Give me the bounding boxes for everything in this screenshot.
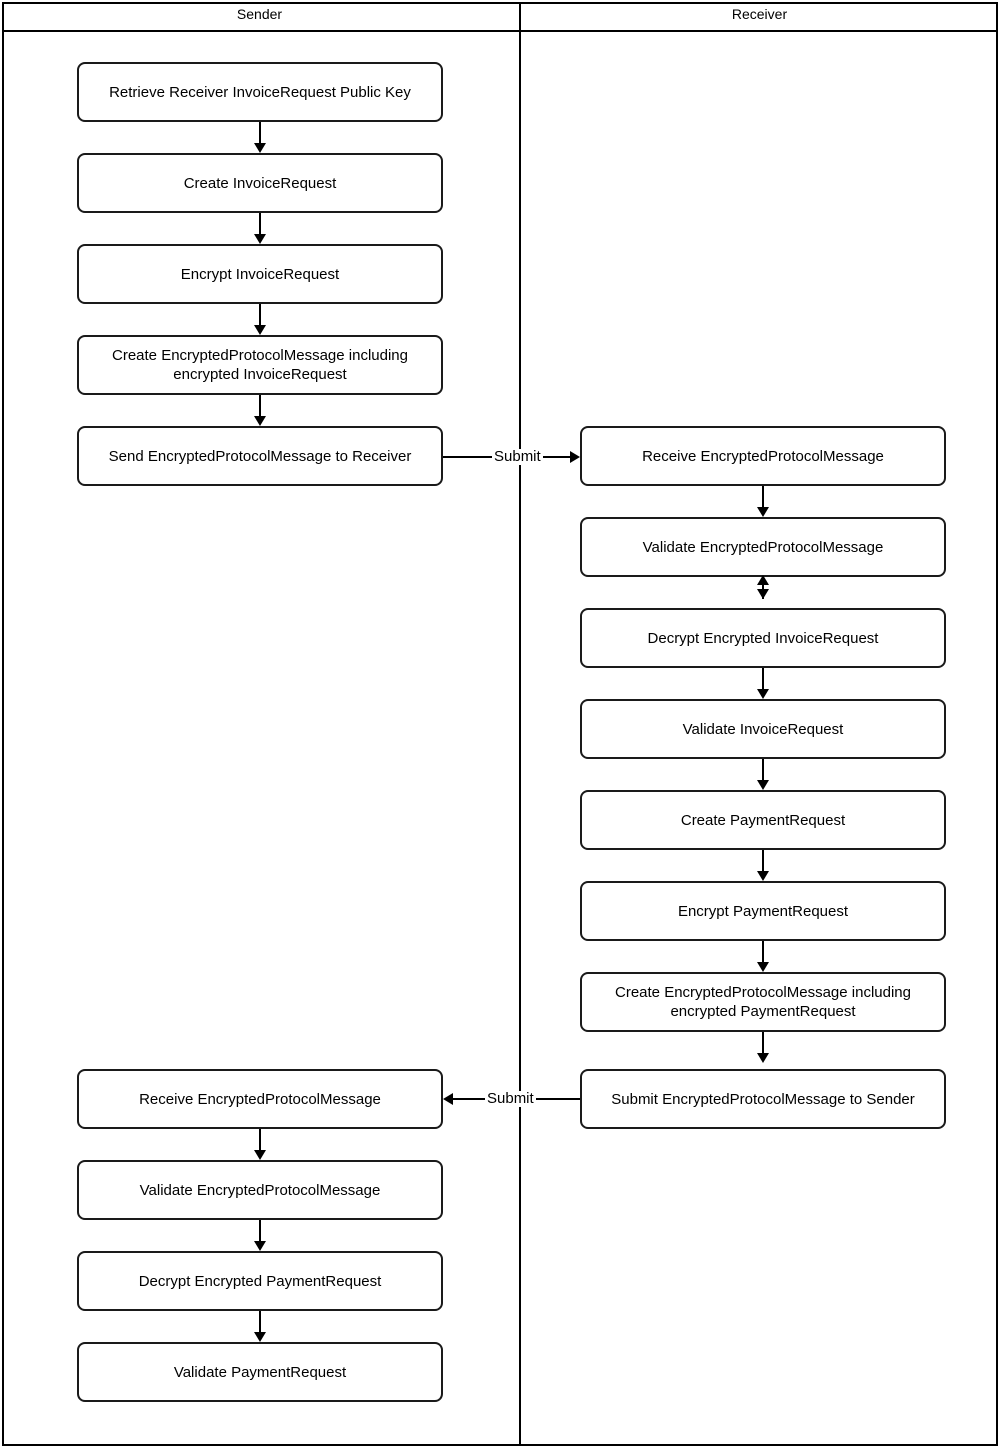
edge-s8-s9-line (259, 1311, 261, 1333)
edge-s6-s7-line (259, 1129, 261, 1151)
edge-r1-r2-arrowhead-down-icon (757, 507, 769, 517)
edge-s7-s8-line (259, 1220, 261, 1242)
edge-r5-r6-line (762, 850, 764, 872)
node-validate-paymentrequest[interactable]: Validate PaymentRequest (77, 1342, 443, 1402)
edge-r3-r4-arrowhead-down-icon (757, 689, 769, 699)
edge-r8-s6-arrowhead-left-icon (443, 1093, 453, 1105)
node-send-encryptedprotocolmessage-to-receiver[interactable]: Send EncryptedProtocolMessage to Receive… (77, 426, 443, 486)
edge-r7-r8-arrowhead-down-icon (757, 1053, 769, 1063)
node-create-encryptedprotocolmessage-paymentrequest[interactable]: Create EncryptedProtocolMessage includin… (580, 972, 946, 1032)
lane-header-sender: Sender (236, 6, 283, 22)
lane-header-band (2, 2, 998, 32)
node-receive-encryptedprotocolmessage-sender[interactable]: Receive EncryptedProtocolMessage (77, 1069, 443, 1129)
edge-r6-r7-line (762, 941, 764, 963)
edge-s3-s4-arrowhead-down-icon (254, 325, 266, 335)
edge-r2-r3-arrowhead-down-icon (757, 589, 769, 599)
node-receive-encryptedprotocolmessage-receiver[interactable]: Receive EncryptedProtocolMessage (580, 426, 946, 486)
node-submit-encryptedprotocolmessage-to-sender[interactable]: Submit EncryptedProtocolMessage to Sende… (580, 1069, 946, 1129)
edge-r4-r5-arrowhead-down-icon (757, 780, 769, 790)
lane-header-receiver: Receiver (731, 6, 788, 22)
edge-s2-s3-arrowhead-down-icon (254, 234, 266, 244)
node-label: Encrypt InvoiceRequest (180, 265, 340, 283)
node-create-encryptedprotocolmessage-invoicerequest[interactable]: Create EncryptedProtocolMessage includin… (77, 335, 443, 395)
node-create-invoicerequest[interactable]: Create InvoiceRequest (77, 153, 443, 213)
edge-r5-r6-arrowhead-down-icon (757, 871, 769, 881)
edge-r3-r4-line (762, 668, 764, 690)
node-retrieve-receiver-invoicerequest-public-key[interactable]: Retrieve Receiver InvoiceRequest Public … (77, 62, 443, 122)
edge-r2-r3-line (762, 577, 764, 599)
edge-s8-s9-arrowhead-down-icon (254, 1332, 266, 1342)
node-label: Retrieve Receiver InvoiceRequest Public … (109, 83, 411, 101)
edge-s6-s7-arrowhead-down-icon (254, 1150, 266, 1160)
node-label: Validate EncryptedProtocolMessage (139, 1181, 381, 1199)
node-decrypt-encrypted-invoicerequest[interactable]: Decrypt Encrypted InvoiceRequest (580, 608, 946, 668)
edge-r7-r8-line (762, 1032, 764, 1054)
edge-r6-r7-arrowhead-down-icon (757, 962, 769, 972)
edge-label-submit-top: Submit (492, 448, 543, 465)
edge-r2-r3-arrowhead-up-icon (757, 575, 769, 585)
node-validate-invoicerequest[interactable]: Validate InvoiceRequest (580, 699, 946, 759)
node-encrypt-paymentrequest[interactable]: Encrypt PaymentRequest (580, 881, 946, 941)
node-label: Receive EncryptedProtocolMessage (642, 447, 884, 465)
node-label: Create PaymentRequest (680, 811, 846, 829)
lane-divider (519, 2, 521, 1446)
edge-r1-r2-line (762, 486, 764, 508)
edge-s5-r1-arrowhead-right-icon (570, 451, 580, 463)
edge-label-submit-bottom: Submit (485, 1090, 536, 1107)
node-label: Create InvoiceRequest (183, 174, 337, 192)
edge-r4-r5-line (762, 759, 764, 781)
node-validate-encryptedprotocolmessage-sender[interactable]: Validate EncryptedProtocolMessage (77, 1160, 443, 1220)
node-label: Validate EncryptedProtocolMessage (642, 538, 884, 556)
node-label: Send EncryptedProtocolMessage to Receive… (108, 447, 412, 465)
node-create-paymentrequest[interactable]: Create PaymentRequest (580, 790, 946, 850)
node-label: Validate PaymentRequest (173, 1363, 347, 1381)
edge-s1-s2-line (259, 122, 261, 144)
node-label: Create EncryptedProtocolMessage includin… (615, 984, 911, 1020)
node-label: Submit EncryptedProtocolMessage to Sende… (611, 1090, 915, 1108)
node-label: Validate InvoiceRequest (682, 720, 844, 738)
edge-s1-s2-arrowhead-down-icon (254, 143, 266, 153)
edge-s2-s3-line (259, 213, 261, 235)
edge-s4-s5-arrowhead-down-icon (254, 416, 266, 426)
node-validate-encryptedprotocolmessage-receiver[interactable]: Validate EncryptedProtocolMessage (580, 517, 946, 577)
node-decrypt-encrypted-paymentrequest[interactable]: Decrypt Encrypted PaymentRequest (77, 1251, 443, 1311)
node-encrypt-invoicerequest[interactable]: Encrypt InvoiceRequest (77, 244, 443, 304)
node-label: Create EncryptedProtocolMessage includin… (112, 347, 408, 383)
node-label: Receive EncryptedProtocolMessage (139, 1090, 381, 1108)
node-label: Decrypt Encrypted PaymentRequest (138, 1272, 382, 1290)
edge-s3-s4-line (259, 304, 261, 326)
edge-s7-s8-arrowhead-down-icon (254, 1241, 266, 1251)
node-label: Encrypt PaymentRequest (677, 902, 849, 920)
node-label: Decrypt Encrypted InvoiceRequest (647, 629, 879, 647)
edge-s4-s5-line (259, 395, 261, 417)
